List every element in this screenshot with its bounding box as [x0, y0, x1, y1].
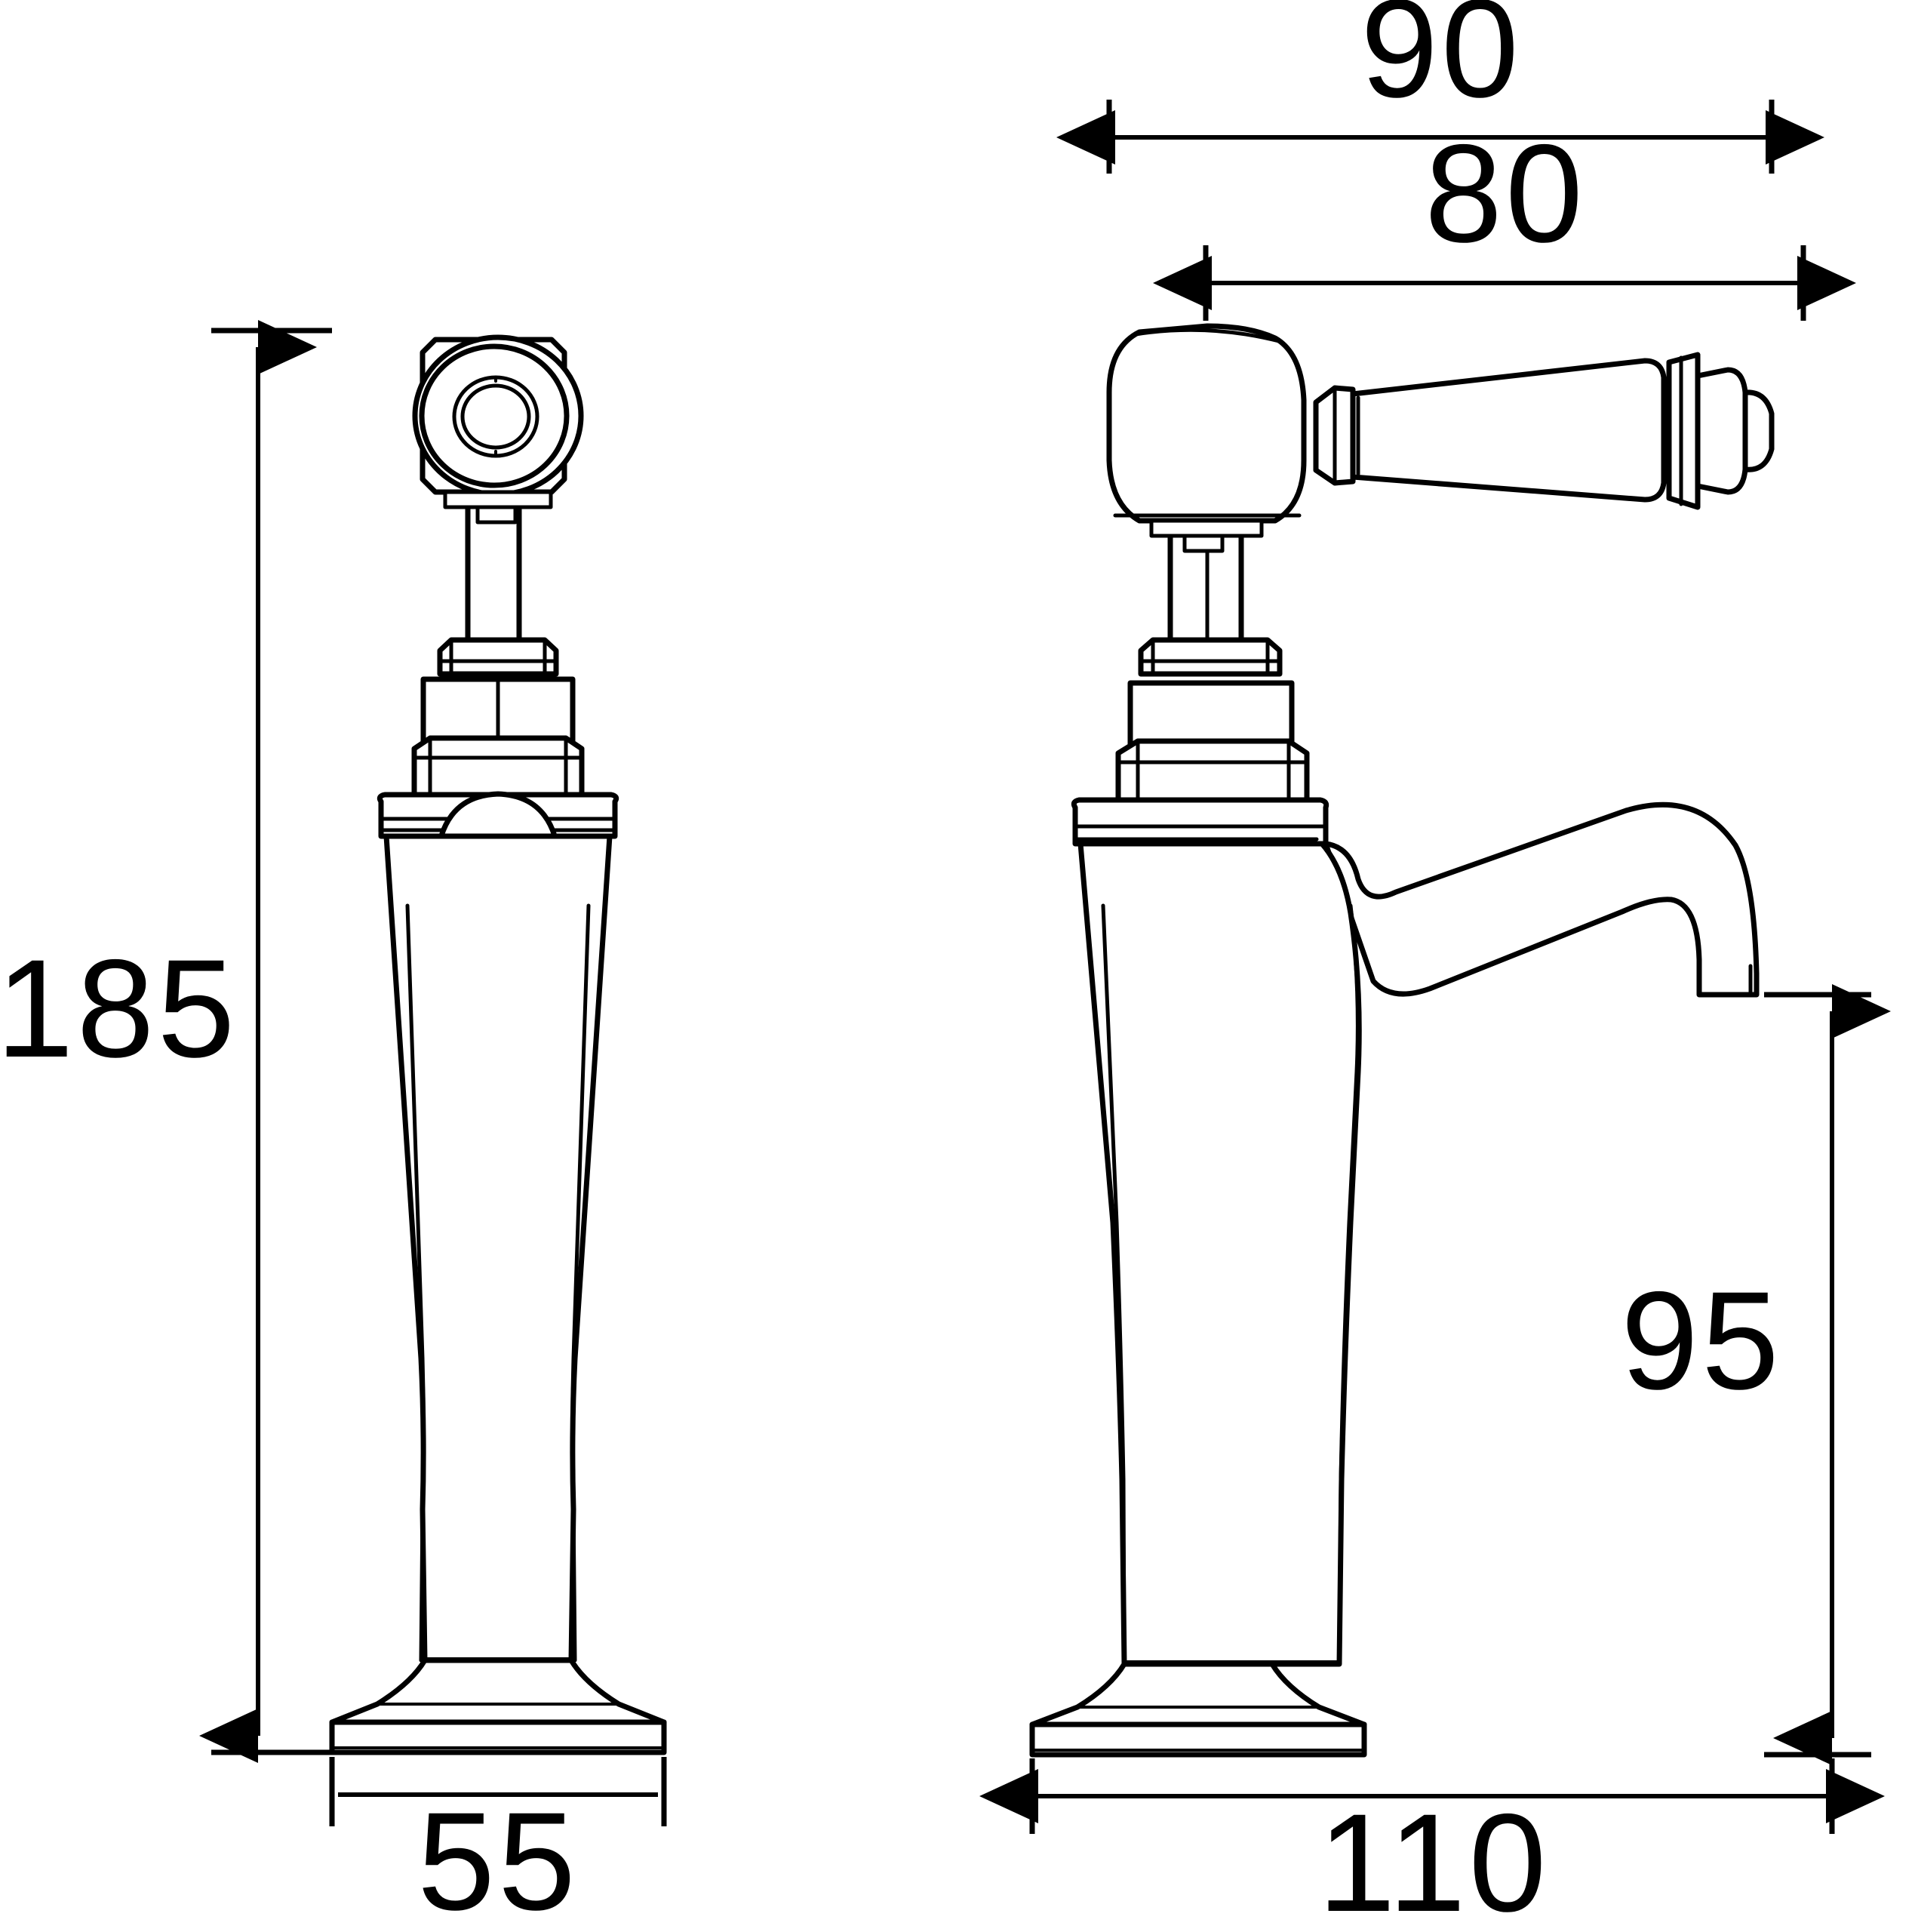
lever-collar-ring-side [1313, 385, 1356, 486]
dimension-handle-lever-width: 80 [1153, 116, 1856, 321]
lever-pivot-dome-side [1106, 323, 1307, 524]
dimension-height-total: 185 [0, 320, 332, 1763]
dimension-label-90: 90 [1360, 0, 1522, 127]
dimension-label-95: 95 [1621, 1263, 1782, 1419]
lever-handle-side [1350, 358, 1667, 503]
side-view-group [1029, 323, 1775, 1758]
dimension-label-185: 185 [0, 931, 238, 1087]
front-view-group [329, 334, 667, 1755]
dimension-label-80: 80 [1425, 116, 1586, 272]
curved-spout-side [1323, 801, 1760, 998]
dimension-base-diameter: 55 [329, 1757, 667, 1932]
dimension-spout-height: 95 [1621, 984, 1891, 1765]
hex-nut-upper-front [437, 637, 559, 677]
valve-body-side [1127, 680, 1295, 750]
dimension-label-110: 110 [1318, 1786, 1550, 1932]
dimension-spout-reach: 110 [979, 1758, 1885, 1932]
handle-collar-tab-side [1149, 518, 1264, 553]
valve-body-front [420, 676, 576, 746]
tapered-body-side [1077, 841, 1362, 1667]
handle-end-cap-front [412, 334, 584, 497]
tapered-body-front [383, 833, 613, 1663]
dimension-handle-overall-width: 90 [1056, 0, 1824, 174]
hex-nut-lower-front [411, 735, 585, 799]
hex-nut-lower-side [1115, 738, 1310, 807]
lever-end-cap-side [1695, 367, 1775, 495]
dimension-label-55: 55 [417, 1784, 579, 1932]
pedestal-base-side [1029, 1661, 1367, 1758]
pedestal-base-front [329, 1657, 667, 1755]
hex-nut-upper-side [1138, 637, 1283, 677]
shoulder-collar-side [1071, 797, 1329, 847]
lever-end-ring-side [1666, 352, 1701, 510]
handle-collar-tab-front [443, 490, 553, 525]
